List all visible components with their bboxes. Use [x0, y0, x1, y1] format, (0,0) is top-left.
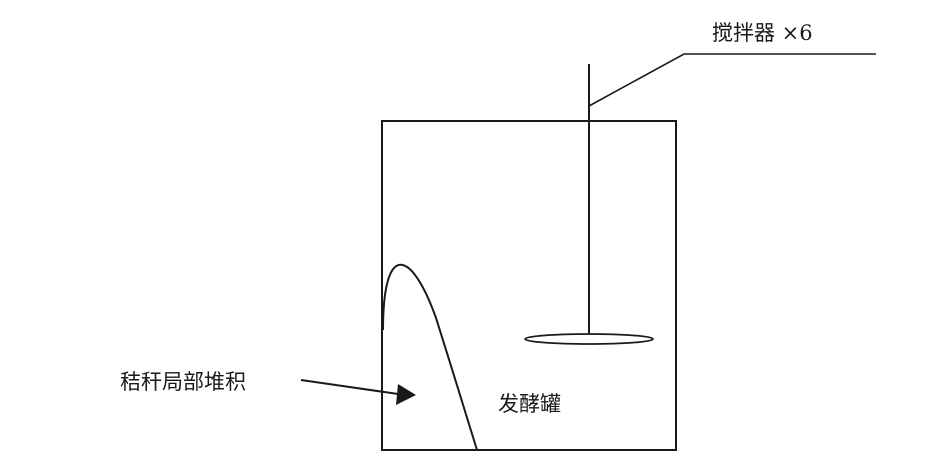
- straw-pile-label: 秸秆局部堆积: [120, 370, 246, 394]
- stirrer-paddle: [524, 333, 654, 345]
- straw-pile-curve: [382, 263, 478, 451]
- tank-outline: [381, 120, 677, 451]
- straw-pile-arrow-line: [300, 379, 399, 395]
- tank-label: 发酵罐: [498, 392, 561, 416]
- stirrer-leader-line: [588, 53, 876, 107]
- stirrer-label: 搅拌器 ×6: [712, 21, 813, 45]
- straw-pile-arrow-head: [396, 384, 416, 405]
